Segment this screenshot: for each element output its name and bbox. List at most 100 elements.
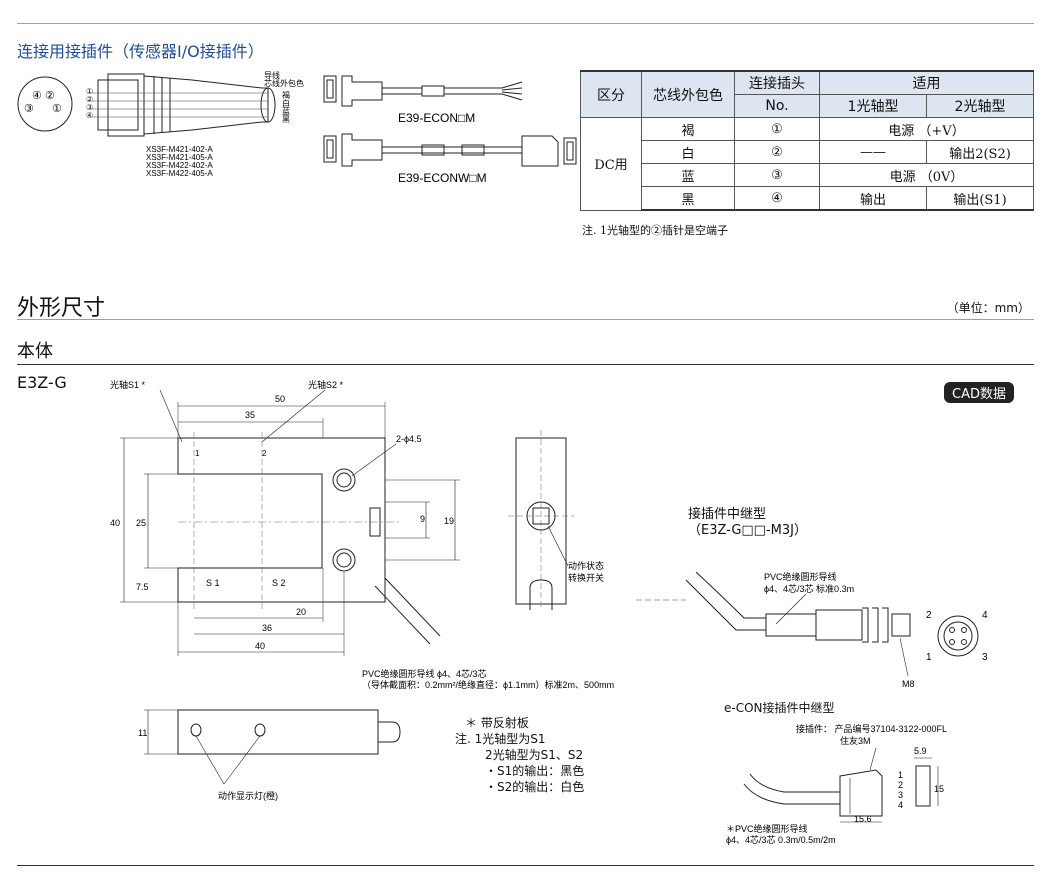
econ-pin-1: 1 bbox=[898, 770, 903, 780]
cable-note-2: （导体截面积：0.2mm²/绝缘直径：ϕ1.1mm）标准2m、500mm bbox=[362, 679, 614, 690]
cell-no: ① bbox=[734, 117, 820, 141]
model-2: XS3F-M421-405-A bbox=[146, 153, 213, 162]
dim-19: 19 bbox=[444, 516, 454, 526]
wire-color-black: 黑 bbox=[282, 115, 290, 124]
econ-label-1: E39-ECON□M bbox=[398, 111, 475, 125]
econ-cable-1: ＊PVC绝缘圆形导线 bbox=[726, 823, 808, 834]
econ-relay-drawing: 接插件： 产品编号37104-3122-000FL 住友3M 15.6 5.9 … bbox=[726, 723, 947, 845]
cell-two: 输出2(S2) bbox=[926, 140, 1034, 164]
side-pin-1: ① bbox=[86, 87, 93, 96]
relay-title-1: 接插件中继型 bbox=[688, 507, 767, 522]
side-pin-4: ④ bbox=[86, 111, 93, 120]
body-divider bbox=[17, 364, 1034, 365]
th-wire-color: 芯线外包色 bbox=[641, 70, 735, 118]
dim-15: 15 bbox=[934, 784, 944, 794]
econ-cable-2: ϕ4、4芯/3芯 0.3m/0.5m/2m bbox=[726, 834, 836, 845]
wire-color-brown: 褐 bbox=[282, 90, 290, 100]
relay-pin-4: 4 bbox=[982, 610, 988, 621]
table-row: DC用 褐 ① 电源 （+V） bbox=[580, 117, 1034, 211]
table-row: 蓝 ③ 电源 （0V） bbox=[581, 163, 1034, 187]
dim-35: 35 bbox=[245, 410, 255, 420]
econ-relay-title: e-CON接插件中继型 bbox=[724, 701, 835, 715]
unit-label: （单位：mm） bbox=[946, 301, 1030, 315]
note-star: ＊ 带反射板 bbox=[465, 716, 529, 730]
wire-color-blue: 蓝 bbox=[282, 106, 290, 116]
side-view-drawing: 动作状态 转换开关 bbox=[508, 430, 604, 610]
cad-data-button[interactable]: CAD数据 bbox=[944, 382, 1014, 403]
relay-cable-1: PVC绝缘圆形导线 bbox=[764, 571, 837, 582]
side-pin-2: ② bbox=[86, 95, 93, 104]
cell-category: DC用 bbox=[580, 117, 642, 211]
outline-divider bbox=[17, 319, 1034, 320]
model-3: XS3F-M422-402-A bbox=[146, 161, 213, 170]
cell-function: 电源 （+V） bbox=[819, 117, 1034, 141]
s2-label: S 2 bbox=[272, 578, 286, 588]
note-3: ・S1的输出：黑色 bbox=[485, 764, 585, 778]
model-4: XS3F-M422-405-A bbox=[146, 169, 213, 178]
note-4: ・S2的输出：白色 bbox=[485, 780, 585, 794]
table-row: 白 ② —— 输出2(S2) bbox=[581, 140, 1034, 164]
face-pin-2: ② bbox=[45, 90, 55, 102]
th-category: 区分 bbox=[580, 70, 642, 118]
side-pin-3: ③ bbox=[86, 103, 93, 112]
wire-color-white: 白 bbox=[282, 98, 290, 108]
cell-function: 电源 （0V） bbox=[819, 163, 1034, 187]
th-two-axis: 2光轴型 bbox=[926, 94, 1034, 118]
th-no: No. bbox=[734, 94, 820, 118]
axis-s1-label: 光轴S1 * bbox=[110, 379, 146, 390]
dim-7-5: 7.5 bbox=[136, 582, 149, 592]
relay-connector-drawing: PVC绝缘圆形导线 ϕ4、4芯/3芯 标准0.3m M8 2 4 1 3 bbox=[636, 571, 988, 689]
wire-label: 导线 bbox=[264, 70, 280, 80]
face-pin-4: ④ bbox=[32, 90, 42, 102]
th-one-axis: 1光轴型 bbox=[819, 94, 927, 118]
econ-pin-3: 3 bbox=[898, 790, 903, 800]
th-connector: 连接插头 bbox=[734, 70, 820, 95]
cell-two: 输出(S1) bbox=[926, 186, 1034, 211]
cell-color: 褐 bbox=[641, 117, 735, 141]
relay-pin-2: 2 bbox=[926, 610, 932, 621]
s1-label: S 1 bbox=[206, 578, 220, 588]
econ-connector-2: 住友3M bbox=[840, 735, 871, 746]
note-1: 注. 1光轴型为S1 bbox=[455, 732, 546, 746]
dim-36: 36 bbox=[262, 623, 272, 633]
econ-connector-1: 接插件： 产品编号37104-3122-000FL bbox=[796, 723, 947, 734]
led-label: 动作显示灯(橙) bbox=[218, 790, 278, 801]
dim-11: 11 bbox=[138, 728, 147, 738]
face-pin-1: ① bbox=[52, 103, 62, 115]
dim-5-9: 5.9 bbox=[914, 746, 927, 756]
body-subtitle: 本体 bbox=[17, 341, 53, 362]
cell-no: ③ bbox=[734, 163, 820, 187]
econ-label-2: E39-ECONW□M bbox=[398, 171, 487, 185]
top-divider bbox=[17, 23, 1034, 24]
cable-note-1: PVC绝缘圆形导线 ϕ4、4芯/3芯 bbox=[362, 668, 487, 679]
m8-label: M8 bbox=[902, 679, 915, 689]
dim-40: 40 bbox=[110, 518, 120, 528]
table-note: 注. 1光轴型的②插针是空端子 bbox=[582, 224, 728, 237]
cell-one: —— bbox=[819, 140, 927, 164]
notes: ＊ 带反射板 注. 1光轴型为S1 2光轴型为S1、S2 ・S1的输出：黑色 ・… bbox=[455, 715, 584, 795]
switch-label-2: 转换开关 bbox=[568, 572, 604, 583]
cell-color: 黑 bbox=[641, 186, 735, 211]
outline-title: 外形尺寸 bbox=[17, 296, 106, 321]
face-pin-3: ③ bbox=[24, 103, 34, 115]
axis-s2-label: 光轴S2 * bbox=[308, 379, 344, 390]
relay-cable-2: ϕ4、4芯/3芯 标准0.3m bbox=[764, 583, 854, 594]
table-row: 黑 ④ 输出 输出(S1) bbox=[581, 186, 1034, 211]
bottom-view-drawing: 11 动作显示灯(橙) bbox=[138, 709, 401, 801]
econ-pin-2: 2 bbox=[898, 780, 903, 790]
wire-color-label: 芯线外包色 bbox=[264, 78, 304, 88]
cell-color: 蓝 bbox=[641, 163, 735, 187]
io-table: 区分 芯线外包色 连接插头 适用 No. 1光轴型 2光轴型 DC用 褐 ① 电… bbox=[580, 70, 1034, 211]
cell-color: 白 bbox=[641, 140, 735, 164]
connector-drawing: ④ ② ③ ① ① ② ③ ④ 导线 芯线外包色 褐 白 蓝 黑 XS3F-M4… bbox=[17, 70, 304, 178]
model-label: E3Z-G bbox=[17, 373, 67, 392]
s2-mark: 2 bbox=[262, 449, 267, 458]
note-2: 2光轴型为S1、S2 bbox=[485, 748, 584, 762]
cell-one: 输出 bbox=[819, 186, 927, 211]
bottom-divider bbox=[17, 865, 1034, 866]
cell-no: ② bbox=[734, 140, 820, 164]
dim-20: 20 bbox=[296, 607, 306, 617]
th-apply: 适用 bbox=[819, 70, 1034, 95]
econ-drawings: E39-ECON□M E39-ECONW□M bbox=[323, 75, 577, 185]
front-view-drawing: 光轴S1 * 光轴S2 * 50 35 2-ϕ4.5 1 2 S 1 S 2 4… bbox=[110, 379, 614, 690]
